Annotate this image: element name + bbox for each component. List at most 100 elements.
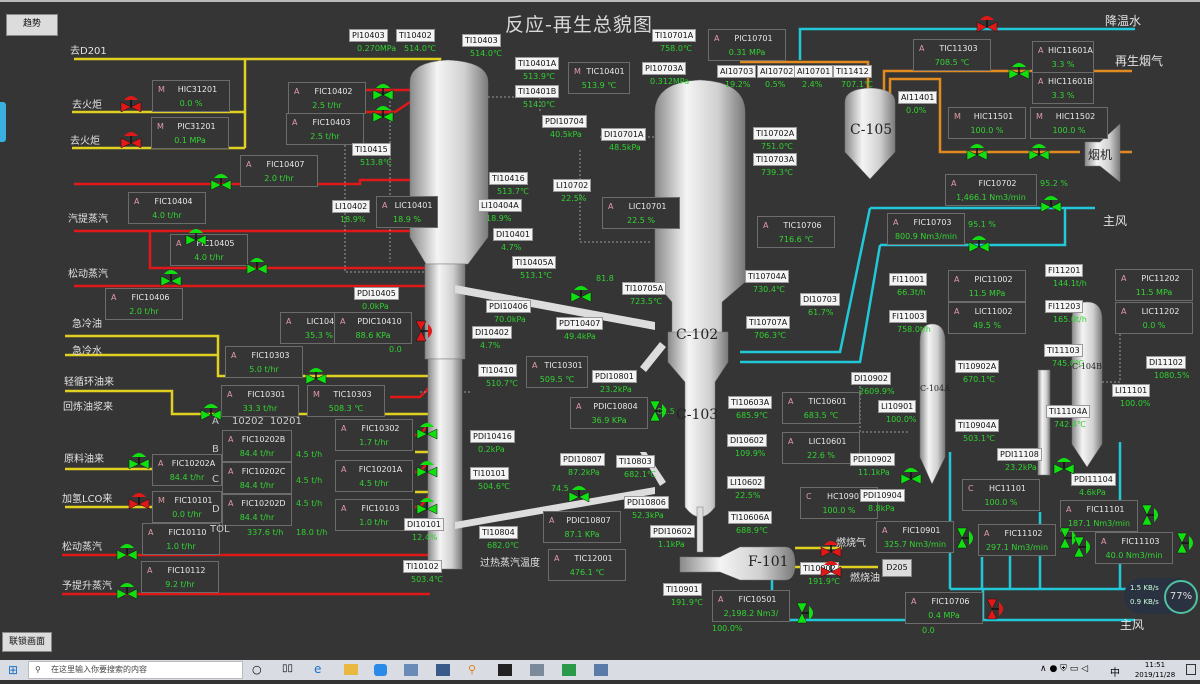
control-valve-open-icon[interactable] bbox=[160, 266, 182, 288]
control-valve-closed-icon[interactable] bbox=[820, 537, 842, 559]
app-icon[interactable] bbox=[594, 664, 608, 676]
ime-indicator[interactable]: 中 bbox=[1110, 668, 1120, 679]
interlock-screen-button[interactable]: 联锁画面 bbox=[2, 632, 52, 652]
control-valve-closed-icon[interactable] bbox=[985, 598, 1007, 620]
control-valve-closed-icon[interactable] bbox=[820, 557, 842, 579]
control-valve-open-icon[interactable] bbox=[1140, 504, 1162, 526]
control-valve-open-icon[interactable] bbox=[1058, 527, 1080, 549]
app-icon[interactable] bbox=[530, 664, 544, 676]
control-valve-open-icon[interactable] bbox=[200, 400, 222, 422]
cortana-icon[interactable]: ○ bbox=[252, 663, 262, 676]
control-valve-open-icon[interactable] bbox=[305, 364, 327, 386]
control-valve-open-icon[interactable] bbox=[246, 254, 268, 276]
terminal-icon[interactable] bbox=[498, 664, 512, 676]
edge-browser-icon[interactable]: e bbox=[314, 662, 322, 676]
control-valve-open-icon[interactable] bbox=[1175, 532, 1197, 554]
control-valve-open-icon[interactable] bbox=[1008, 59, 1030, 81]
control-valve-open-icon[interactable] bbox=[210, 170, 232, 192]
control-valve-open-icon[interactable] bbox=[648, 400, 670, 422]
control-valve-open-icon[interactable] bbox=[955, 527, 977, 549]
search-app-icon[interactable]: ⚲ bbox=[468, 663, 477, 676]
control-valve-open-icon[interactable] bbox=[116, 540, 138, 562]
control-valve-open-icon[interactable] bbox=[185, 225, 207, 247]
task-view-icon[interactable]: ▯▯ bbox=[282, 663, 294, 674]
control-valve-open-icon[interactable] bbox=[1028, 140, 1050, 162]
control-valve-open-icon[interactable] bbox=[416, 494, 438, 516]
file-explorer-icon[interactable] bbox=[344, 664, 358, 675]
tray-icons[interactable]: ∧ ● ⛨ ▭ ◁ bbox=[1040, 664, 1089, 674]
control-valve-open-icon[interactable] bbox=[968, 232, 990, 254]
